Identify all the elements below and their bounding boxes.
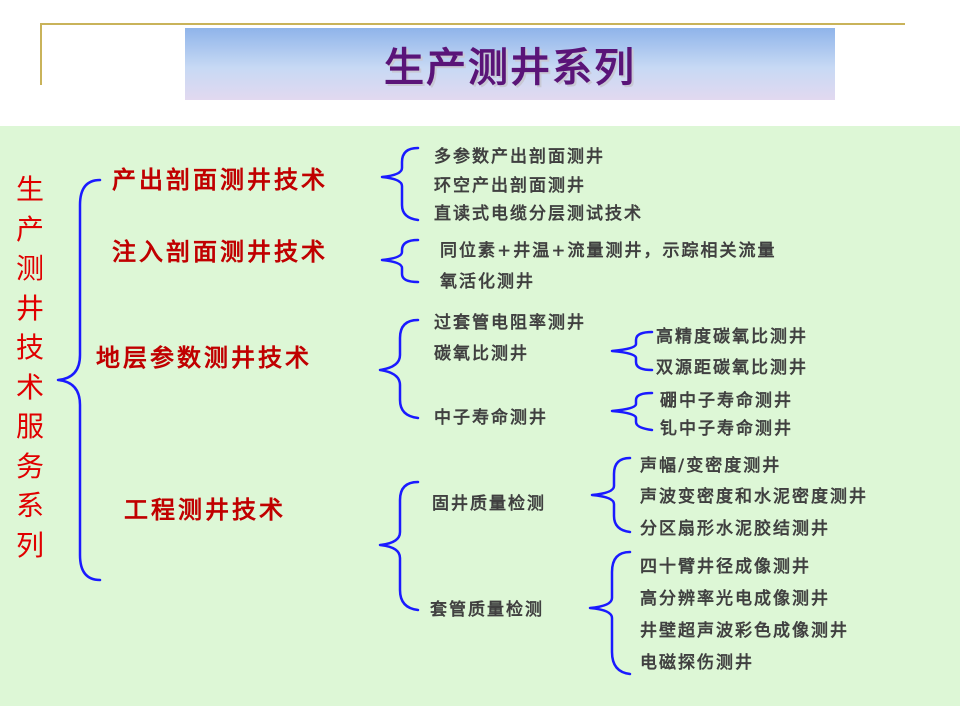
carbon-oxygen-subitem: 双源距碳氧比测井 [656,358,808,378]
production-item: 环空产出剖面测井 [434,176,586,196]
casing-subitem: 高分辨率光电成像测井 [640,589,830,609]
cement-subitem: 声幅/变密度测井 [640,456,782,476]
left-rule [40,23,42,85]
casing-subitem: 四十臂井径成像测井 [640,557,811,577]
root-label-char: 系 [15,489,44,522]
carbon-oxygen-subitem: 高精度碳氧比测井 [656,327,808,347]
casing-brace [588,550,632,676]
cement-subitem: 声波变密度和水泥密度测井 [640,487,868,507]
title-banner: 生产测井系列 [185,28,835,100]
root-label-char: 测 [15,252,44,285]
engineering-item: 固井质量检测 [432,494,546,514]
root-brace [56,178,102,582]
cement-subitem: 分区扇形水泥胶结测井 [640,519,830,539]
root-label-char: 务 [15,449,44,483]
cement-brace [590,456,632,534]
production-item: 多参数产出剖面测井 [434,147,605,167]
formation-item: 碳氧比测井 [434,344,529,364]
root-label-char: 井 [15,291,44,325]
diagram-panel [0,126,960,706]
root-label: 生 产 测 井 技 术 服 务 系 列 [12,170,48,565]
root-label-char: 列 [15,528,44,562]
category-engineering: 工程测井技术 [124,495,286,524]
root-label-char: 服 [15,410,44,443]
page-title: 生产测井系列 [384,44,636,91]
category-formation: 地层参数测井技术 [96,343,312,372]
root-label-char: 产 [15,212,44,246]
casing-subitem: 井壁超声波彩色成像测井 [640,621,849,641]
formation-item: 过套管电阻率测井 [434,313,586,333]
neutron-life-subitem: 硼中子寿命测井 [660,391,793,411]
production-item: 直读式电缆分层测试技术 [434,204,643,224]
root-label-char: 术 [15,370,44,404]
injection-brace [380,238,420,284]
engineering-brace [378,480,420,612]
neutron-life-brace [610,391,654,432]
root-label-char: 生 [15,173,44,206]
engineering-item: 套管质量检测 [430,600,544,620]
top-rule [40,23,905,25]
carbon-oxygen-brace [610,330,654,372]
production-brace [380,146,420,222]
injection-item: 氧活化测井 [440,272,535,292]
neutron-life-subitem: 钆中子寿命测井 [660,419,793,439]
casing-subitem: 电磁探伤测井 [640,653,754,673]
formation-brace [378,318,420,420]
formation-item: 中子寿命测井 [434,408,548,428]
category-production: 产出剖面测井技术 [112,165,328,194]
injection-item: 同位素+井温+流量测井，示踪相关流量 [440,241,777,261]
root-label-char: 技 [15,331,44,364]
category-injection: 注入剖面测井技术 [112,237,328,266]
